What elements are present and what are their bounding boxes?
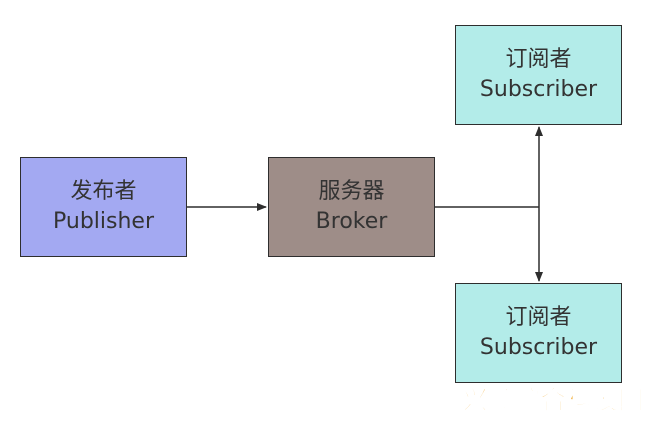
subscriber-bottom-label-cn: 订阅者	[505, 305, 572, 330]
subscriber-bottom-node: 订阅者 Subscriber	[455, 283, 622, 383]
subscriber-bottom-label-en: Subscriber	[479, 335, 598, 360]
broker-node: 服务器 Broker	[268, 157, 435, 257]
subscriber-top-label-cn: 订阅者	[505, 47, 572, 72]
subscriber-top-label-en: Subscriber	[479, 77, 598, 102]
broker-label-cn: 服务器	[318, 179, 385, 204]
publisher-label-en: Publisher	[53, 209, 154, 234]
publisher-label-cn: 发布者	[70, 179, 137, 204]
publisher-node: 发布者 Publisher	[20, 157, 187, 257]
subscriber-top-node: 订阅者 Subscriber	[455, 25, 622, 125]
watermark-text: 兴顺综合科技网	[461, 386, 645, 417]
broker-label-en: Broker	[315, 209, 388, 234]
